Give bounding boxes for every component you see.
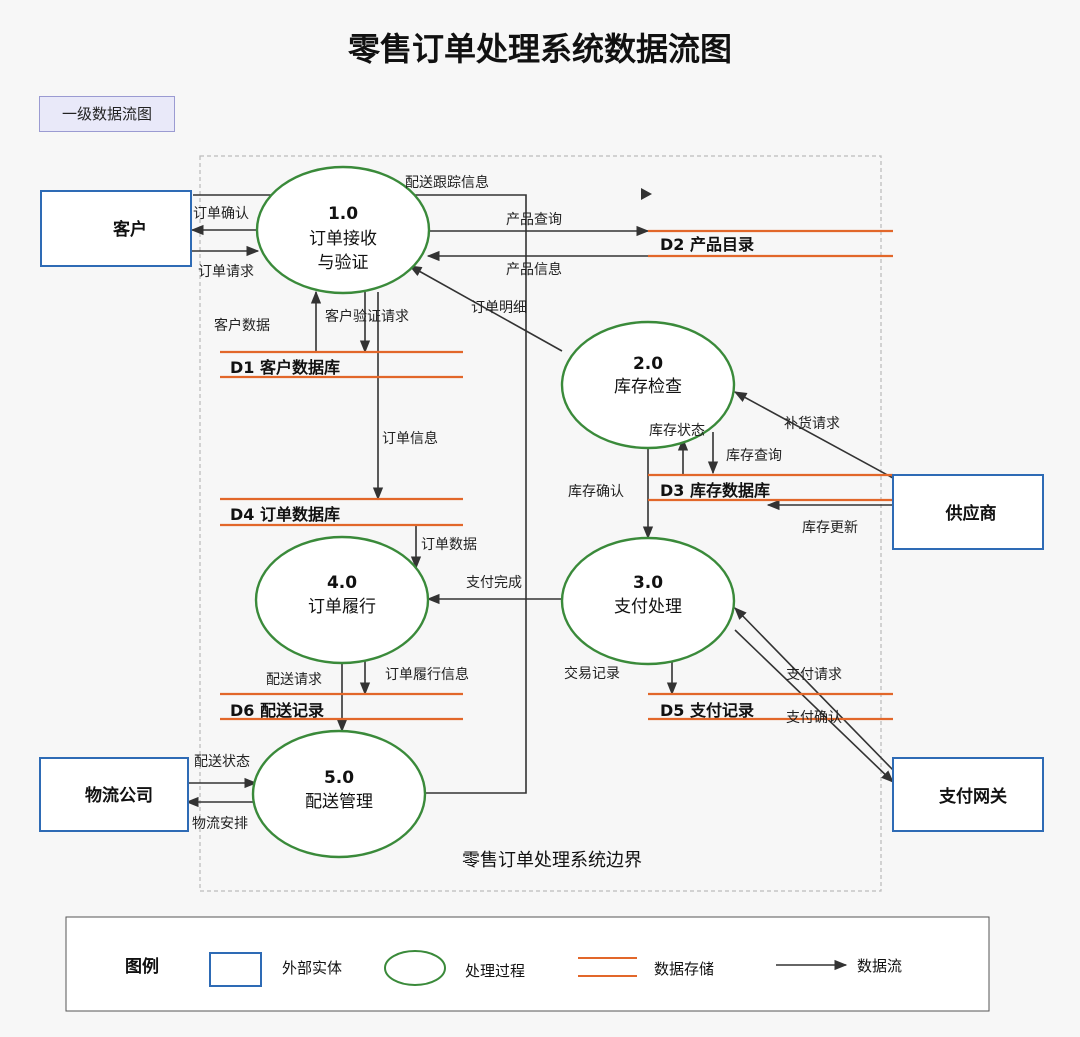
- flow-payment-request: [734, 607, 894, 771]
- label-logistics-arrange: 物流安排: [192, 816, 248, 832]
- store-d1: D1 客户数据库: [230, 358, 340, 377]
- legend-box: [65, 916, 990, 1012]
- label-delivery-request: 配送请求: [266, 672, 322, 688]
- entity-customer[interactable]: [40, 190, 192, 267]
- process-2[interactable]: [560, 320, 736, 450]
- process-4-label: 订单履行: [308, 597, 376, 617]
- level-tag: 一级数据流图: [39, 96, 175, 132]
- entity-payment-gateway[interactable]: [892, 757, 1044, 832]
- entity-supplier[interactable]: [892, 474, 1044, 550]
- legend-entity-label: 外部实体: [282, 959, 342, 977]
- boundary-label: 零售订单处理系统边界: [462, 850, 642, 871]
- flow-payment-confirm: [734, 629, 894, 783]
- label-stock-query: 库存查询: [726, 448, 782, 464]
- entity-supplier-label: 供应商: [945, 503, 997, 524]
- legend-flow-label: 数据流: [857, 957, 902, 975]
- flow-restock-request: [733, 391, 894, 479]
- process-1-label-line2: 与验证: [318, 253, 369, 273]
- label-product-query: 产品查询: [506, 212, 562, 228]
- process-3[interactable]: [560, 536, 736, 666]
- label-payment-done: 支付完成: [466, 575, 522, 591]
- entity-logistics-label: 物流公司: [85, 785, 153, 806]
- label-payment-confirm: 支付确认: [786, 710, 842, 726]
- label-order-data: 订单数据: [421, 537, 477, 553]
- label-customer-verify: 客户验证请求: [325, 308, 409, 325]
- process-3-number: 3.0: [633, 573, 663, 593]
- label-stock-status: 库存状态: [649, 423, 705, 439]
- legend-entity-swatch: [209, 952, 262, 987]
- entity-payment-gateway-label: 支付网关: [939, 786, 1007, 807]
- label-stock-confirm: 库存确认: [568, 484, 624, 500]
- process-3-label: 支付处理: [614, 597, 682, 617]
- entity-customer-label: 客户: [112, 219, 147, 240]
- page-title: 零售订单处理系统数据流图: [347, 30, 732, 68]
- process-5-number: 5.0: [324, 768, 354, 788]
- system-boundary: [199, 155, 882, 892]
- process-5-label: 配送管理: [305, 792, 373, 812]
- process-1-number: 1.0: [328, 204, 358, 224]
- label-product-info: 产品信息: [506, 261, 562, 278]
- label-fulfill-info: 订单履行信息: [385, 666, 469, 683]
- label-stock-update: 库存更新: [802, 520, 858, 536]
- process-2-number: 2.0: [633, 354, 663, 374]
- store-d5: D5 支付记录: [660, 701, 754, 720]
- legend-process-swatch: [384, 950, 446, 986]
- flow-order-detail: [408, 265, 563, 352]
- label-order-detail: 订单明细: [471, 300, 527, 316]
- label-transaction-record: 交易记录: [564, 665, 620, 682]
- legend-title: 图例: [125, 956, 159, 977]
- process-4[interactable]: [254, 535, 430, 665]
- store-d6: D6 配送记录: [230, 701, 324, 720]
- legend-store-label: 数据存储: [654, 960, 714, 978]
- store-d3: D3 库存数据库: [660, 481, 770, 500]
- label-delivery-tracking: 配送跟踪信息: [405, 174, 489, 191]
- process-4-number: 4.0: [327, 573, 357, 593]
- process-1[interactable]: [255, 165, 431, 295]
- label-order-confirm: 订单确认: [193, 206, 249, 222]
- process-5[interactable]: [251, 729, 427, 859]
- label-customer-data: 客户数据: [214, 317, 270, 334]
- marker-triangle: [641, 188, 652, 200]
- label-order-request: 订单请求: [198, 264, 254, 280]
- label-restock-request: 补货请求: [784, 415, 840, 432]
- legend-process-label: 处理过程: [465, 962, 525, 980]
- store-d2: D2 产品目录: [660, 235, 754, 254]
- label-delivery-status: 配送状态: [194, 754, 250, 770]
- entity-logistics[interactable]: [39, 757, 189, 832]
- label-payment-request: 支付请求: [786, 667, 842, 683]
- process-2-label: 库存检查: [614, 377, 682, 397]
- label-order-info: 订单信息: [382, 430, 438, 447]
- store-d4: D4 订单数据库: [230, 505, 340, 524]
- process-1-label-line1: 订单接收: [309, 229, 377, 249]
